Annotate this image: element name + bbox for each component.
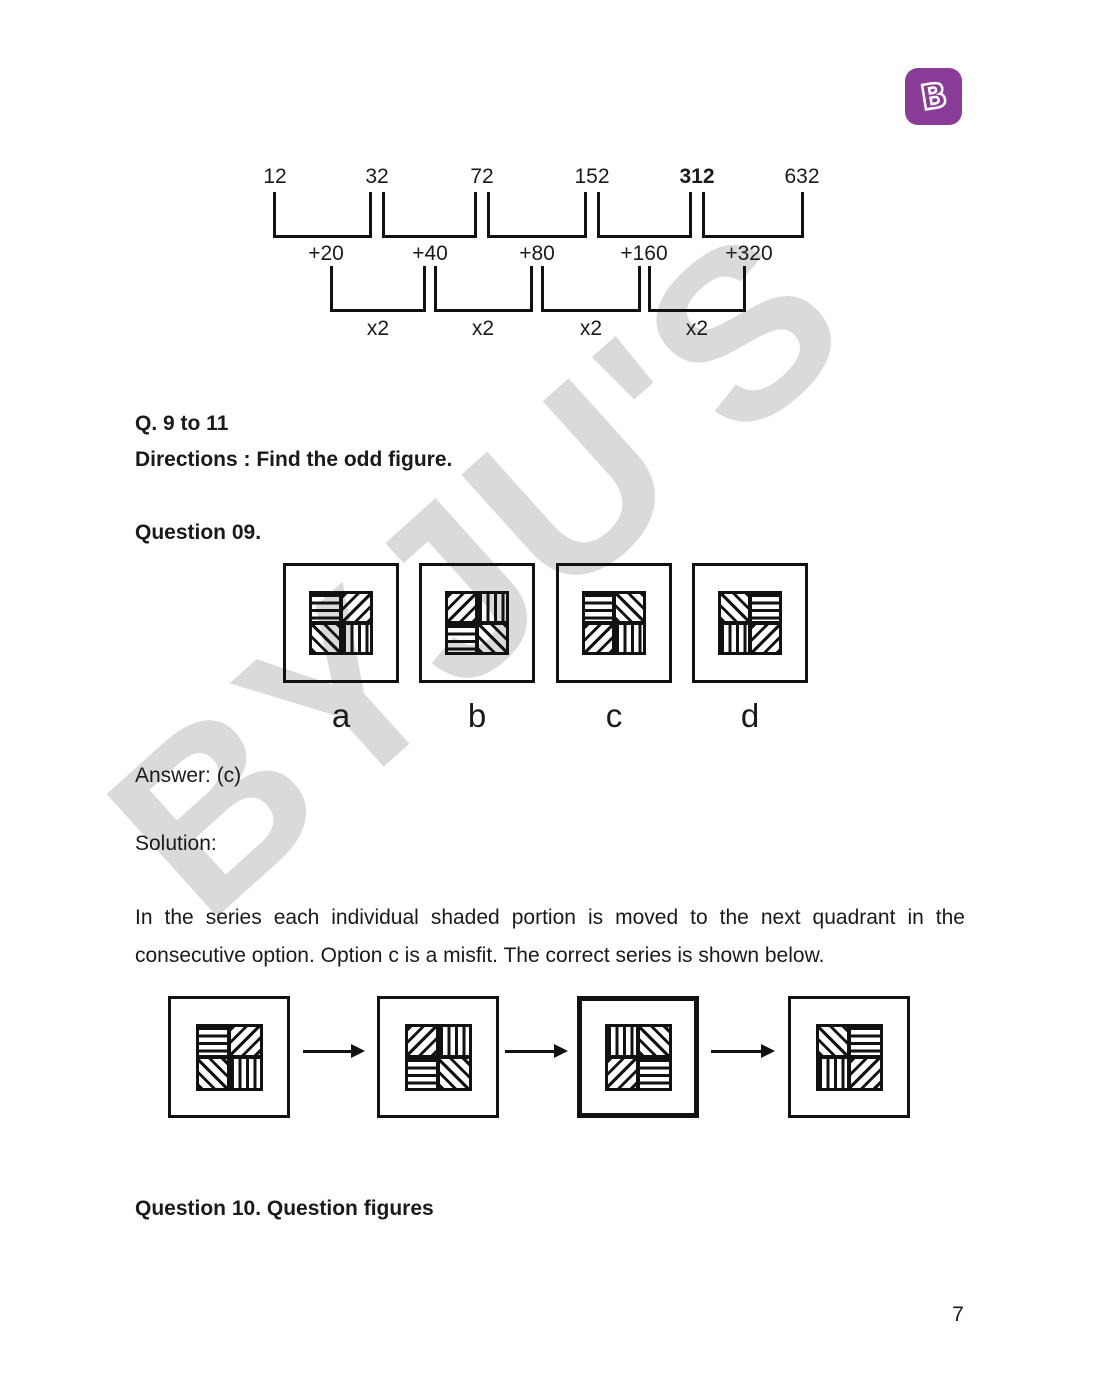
difference-bracket	[597, 192, 692, 238]
quadrant-pattern-grid	[195, 1023, 263, 1091]
series-figure-2	[377, 996, 499, 1118]
quadrant-hatch-v	[614, 623, 645, 654]
series-figure-1	[168, 996, 290, 1118]
quadrant-hatch-d1	[405, 1024, 438, 1057]
quadrant-hatch-h	[196, 1024, 229, 1057]
option-figure-d	[692, 563, 808, 683]
right-arrow-icon	[505, 1043, 568, 1059]
quadrant-hatch-d2	[438, 1057, 471, 1090]
multiplier-bracket	[434, 266, 533, 312]
option-label-d: d	[740, 697, 760, 734]
quadrant-hatch-d2	[310, 623, 341, 654]
arrow-shaft	[711, 1049, 761, 1053]
difference-label: +40	[412, 242, 448, 265]
quadrant-hatch-d1	[583, 623, 614, 654]
option-figure-a	[283, 563, 399, 683]
solution-paragraph: In the series each individual shaded por…	[135, 899, 965, 975]
quadrant-hatch-v	[719, 623, 750, 654]
quadrant-hatch-h	[405, 1057, 438, 1090]
difference-bracket	[702, 192, 804, 238]
byjus-logo: B	[905, 68, 962, 125]
series-number: 72	[470, 165, 494, 188]
multiplier-bracket	[648, 266, 746, 312]
option-figure-c	[556, 563, 672, 683]
quadrant-hatch-d1	[849, 1057, 882, 1090]
quadrant-hatch-d2	[614, 592, 645, 623]
arrow-head	[761, 1044, 775, 1058]
quadrant-pattern-grid	[445, 591, 509, 655]
multiplier-label: x2	[471, 317, 495, 340]
quadrant-hatch-h	[583, 592, 614, 623]
arrow-shaft	[303, 1049, 351, 1053]
series-number: 12	[263, 165, 287, 188]
option-label-c: c	[605, 697, 623, 734]
difference-label: +320	[725, 242, 773, 265]
quadrant-hatch-d1	[229, 1024, 262, 1057]
quadrant-hatch-d2	[196, 1057, 229, 1090]
solution-line: In the series each individual shaded por…	[135, 906, 965, 929]
option-label-b: b	[467, 697, 487, 734]
arrow-head	[351, 1044, 365, 1058]
arrow-shaft	[505, 1049, 554, 1053]
series-number: 632	[784, 165, 820, 188]
quadrant-hatch-v	[605, 1024, 638, 1057]
question-09-heading: Question 09.	[135, 521, 262, 544]
number-series-diagram: 12 32 72 152 312 632 +20 +40 +80 +160 +3…	[240, 160, 860, 360]
difference-label: +20	[308, 242, 344, 265]
difference-bracket	[273, 192, 372, 238]
quadrant-pattern-grid	[582, 591, 646, 655]
question-10-heading: Question 10. Question figures	[135, 1197, 434, 1220]
difference-label: +160	[620, 242, 668, 265]
series-figure-4	[788, 996, 910, 1118]
difference-bracket	[382, 192, 477, 238]
arrow-head	[554, 1044, 568, 1058]
quadrant-hatch-v	[341, 623, 372, 654]
quadrant-pattern-grid	[815, 1023, 883, 1091]
quadrant-hatch-h	[638, 1057, 671, 1090]
right-arrow-icon	[303, 1043, 365, 1059]
multiplier-bracket	[541, 266, 641, 312]
quadrant-hatch-d2	[719, 592, 750, 623]
series-number: 152	[574, 165, 610, 188]
option-label-a: a	[331, 697, 351, 734]
question-range-heading: Q. 9 to 11	[135, 412, 229, 435]
quadrant-hatch-v	[438, 1024, 471, 1057]
quadrant-hatch-h	[446, 623, 477, 654]
solution-label: Solution:	[135, 832, 217, 855]
right-arrow-icon	[711, 1043, 775, 1059]
multiplier-label: x2	[579, 317, 603, 340]
quadrant-pattern-grid	[404, 1023, 472, 1091]
multiplier-label: x2	[366, 317, 390, 340]
quadrant-hatch-h	[310, 592, 341, 623]
multiplier-label: x2	[685, 317, 709, 340]
quadrant-hatch-d2	[477, 623, 508, 654]
quadrant-hatch-d1	[446, 592, 477, 623]
quadrant-hatch-v	[816, 1057, 849, 1090]
series-figure-3-highlighted	[577, 996, 699, 1118]
option-figure-b	[419, 563, 535, 683]
quadrant-hatch-h	[849, 1024, 882, 1057]
byjus-logo-letter-icon: B	[916, 73, 950, 119]
quadrant-pattern-grid	[604, 1023, 672, 1091]
directions-heading: Directions : Find the odd figure.	[135, 448, 453, 471]
multiplier-bracket	[330, 266, 426, 312]
series-number: 32	[365, 165, 389, 188]
quadrant-hatch-d2	[816, 1024, 849, 1057]
difference-bracket	[487, 192, 587, 238]
series-number-bold: 312	[679, 165, 715, 188]
quadrant-hatch-d1	[605, 1057, 638, 1090]
answer-text: Answer: (c)	[135, 764, 242, 787]
difference-label: +80	[519, 242, 555, 265]
quadrant-pattern-grid	[309, 591, 373, 655]
page-number: 7	[952, 1303, 964, 1326]
quadrant-hatch-d2	[638, 1024, 671, 1057]
quadrant-hatch-h	[750, 592, 781, 623]
quadrant-hatch-v	[229, 1057, 262, 1090]
quadrant-hatch-d1	[750, 623, 781, 654]
quadrant-hatch-d1	[341, 592, 372, 623]
quadrant-hatch-v	[477, 592, 508, 623]
quadrant-pattern-grid	[718, 591, 782, 655]
solution-line: consecutive option. Option c is a misfit…	[135, 944, 825, 967]
